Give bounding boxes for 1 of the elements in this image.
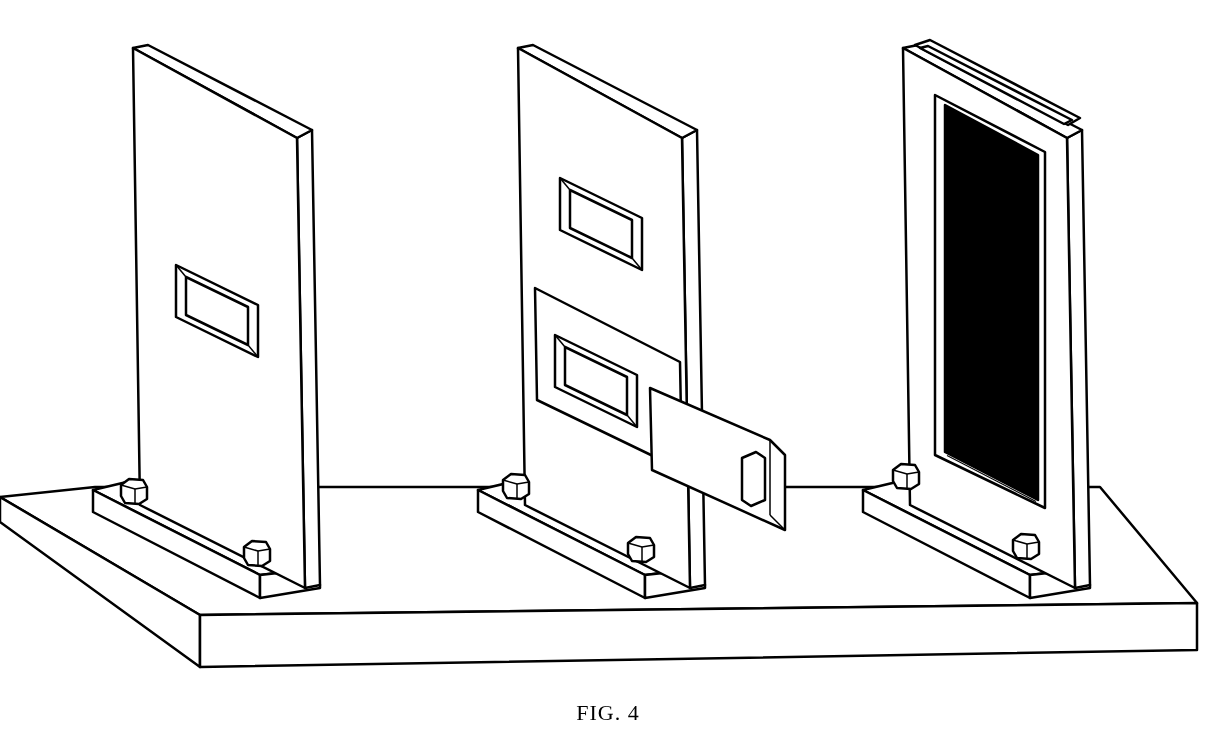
figure-caption: FIG. 4 xyxy=(576,700,640,726)
